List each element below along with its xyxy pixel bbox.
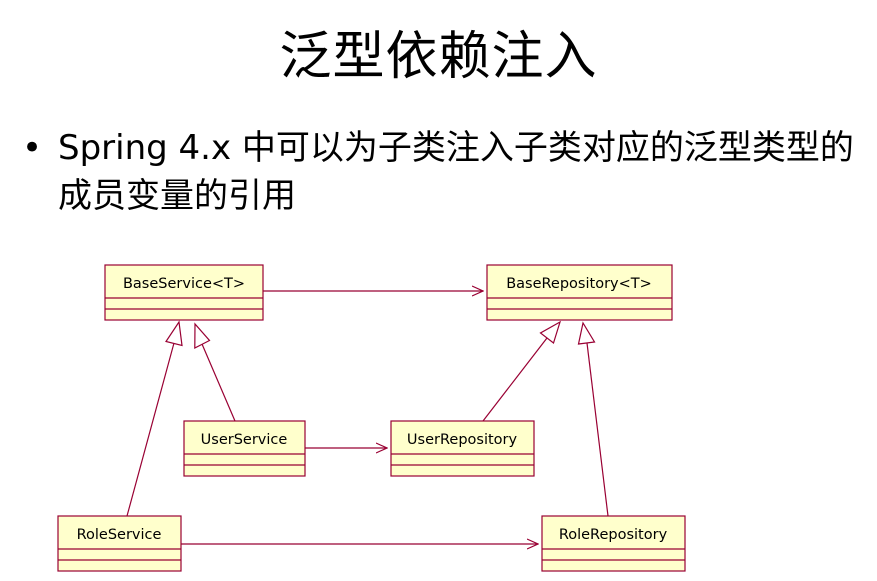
bullet-text: Spring 4.x 中可以为子类注入子类对应的泛型类型的成员变量的引用	[58, 128, 854, 216]
class-box-role-repository[interactable]: RoleRepository	[541, 515, 686, 572]
class-name: UserService	[201, 432, 288, 448]
class-name: BaseRepository<T>	[506, 276, 652, 292]
class-name: UserRepository	[407, 432, 518, 448]
bullet-dot: •	[22, 128, 43, 168]
generalization-role-repository-to-base-repository	[577, 321, 609, 517]
class-box-base-repository[interactable]: BaseRepository<T>	[486, 264, 673, 321]
class-box-role-service[interactable]: RoleService	[57, 515, 182, 572]
slide-title: 泛型依赖注入	[279, 27, 598, 87]
class-box-user-service[interactable]: UserService	[183, 420, 306, 477]
class-name: RoleService	[77, 527, 162, 543]
generalization-role-service-to-base-service	[126, 320, 183, 517]
class-name: RoleRepository	[559, 527, 668, 543]
class-box-user-repository[interactable]: UserRepository	[390, 420, 535, 477]
class-name: BaseService<T>	[123, 276, 245, 292]
generalization-user-repository-to-base-repository	[482, 320, 562, 422]
class-box-base-service[interactable]: BaseService<T>	[104, 264, 264, 321]
relations-layer	[126, 291, 609, 544]
generalization-user-service-to-base-service	[194, 322, 236, 422]
